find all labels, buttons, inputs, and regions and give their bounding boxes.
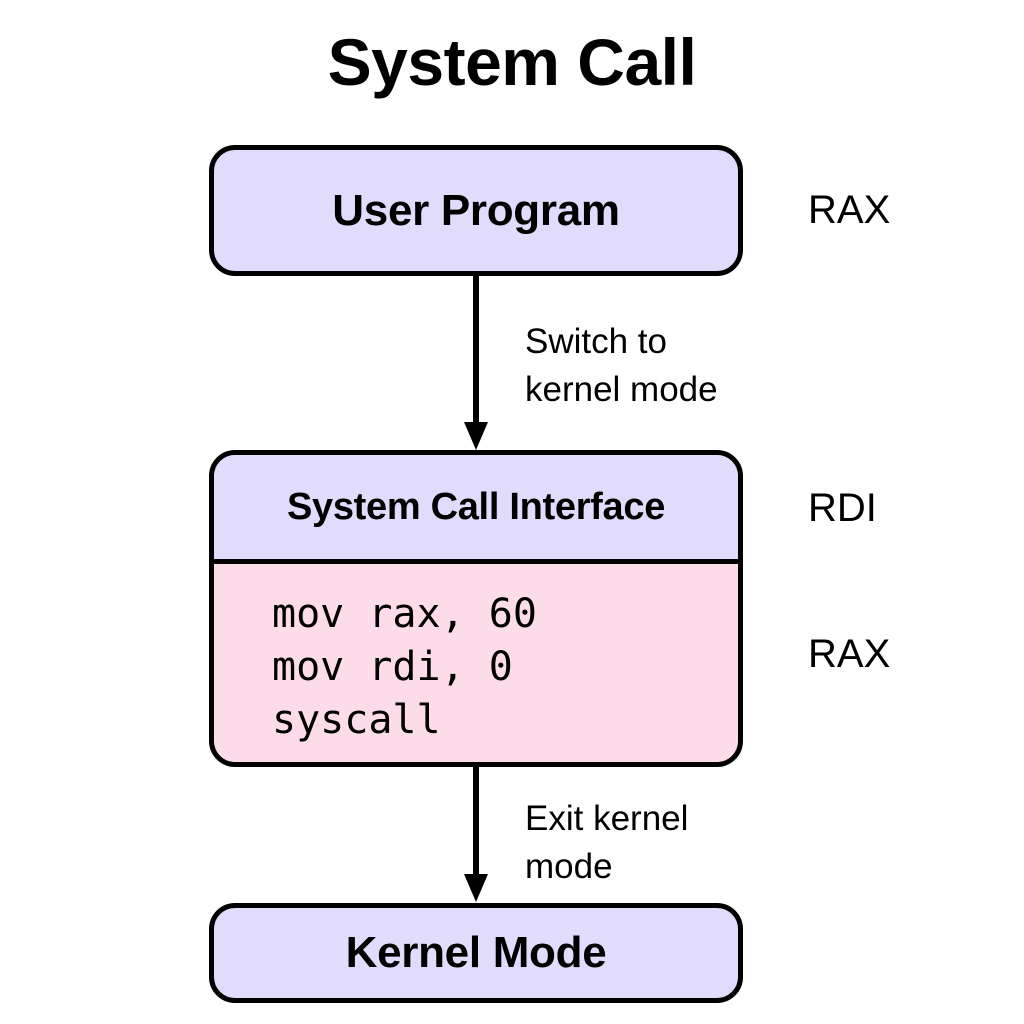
page-title: System Call xyxy=(327,25,697,99)
node-kernel-mode: Kernel Mode xyxy=(209,903,743,1003)
node-user-program: User Program xyxy=(209,145,743,276)
node-syscall-interface-label: System Call Interface xyxy=(286,485,666,528)
register-label-rax-code: RAX xyxy=(808,632,891,676)
edge-label-exit-kernel-mode: Exit kernel mode xyxy=(525,799,689,886)
edge-label-switch-to-kernel-mode: Switch to kernel mode xyxy=(525,322,718,409)
node-kernel-mode-label: Kernel Mode xyxy=(345,928,607,977)
register-label-rax-user-program: RAX xyxy=(808,188,891,232)
register-label-rdi: RDI xyxy=(808,486,877,530)
arrow-head xyxy=(464,422,488,450)
code-line: mov rdi, 0 xyxy=(272,644,513,690)
code-line: syscall xyxy=(272,697,441,743)
node-user-program-label: User Program xyxy=(332,185,620,235)
node-syscall-interface: System Call Interface mov rax, 60 mov rd… xyxy=(209,450,743,767)
syscall-code-block: mov rax, 60 mov rdi, 0 syscall xyxy=(214,564,738,762)
code-line: mov rax, 60 xyxy=(272,591,537,637)
node-syscall-interface-header: System Call Interface xyxy=(214,455,738,564)
arrow-head xyxy=(464,874,488,902)
